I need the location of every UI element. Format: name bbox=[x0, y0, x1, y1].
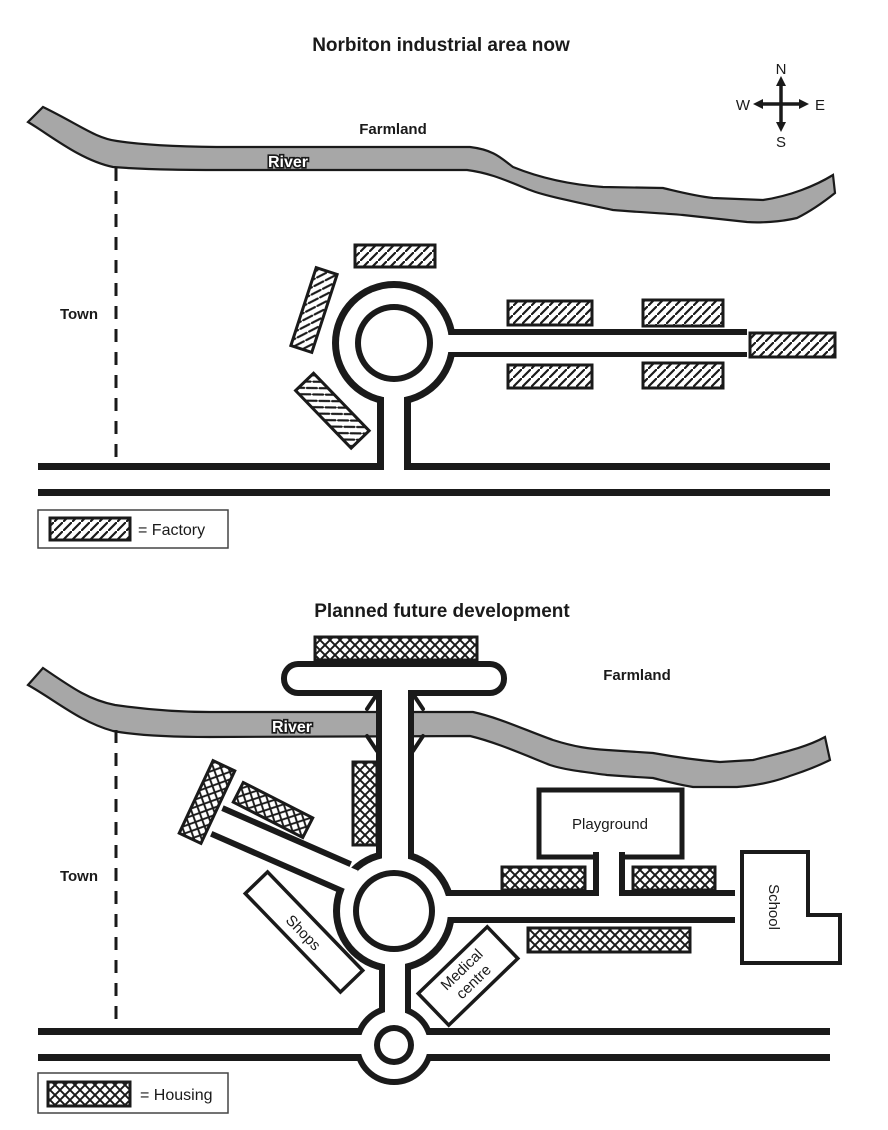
compass-north-label: N bbox=[776, 61, 787, 78]
map-future-farmland-label: Farmland bbox=[603, 667, 671, 684]
map-now-river bbox=[26, 105, 837, 224]
factory-block bbox=[641, 298, 725, 328]
compass-east-arrow-icon bbox=[799, 99, 809, 109]
map-now-factories bbox=[288, 243, 837, 451]
compass-north-arrow-icon bbox=[776, 76, 786, 86]
factory-block bbox=[506, 299, 594, 327]
factory-block bbox=[353, 243, 437, 269]
factory-block bbox=[293, 371, 372, 451]
housing-hatch-swatch-icon bbox=[46, 1080, 132, 1108]
housing-block bbox=[231, 780, 315, 840]
map-future-housing bbox=[177, 635, 717, 954]
map-now-legend-label: = Factory bbox=[138, 522, 205, 539]
map-future-town-label: Town bbox=[60, 868, 98, 885]
shops-building bbox=[242, 869, 366, 995]
map-future-river-label: River bbox=[272, 719, 312, 736]
map-future-title: Planned future development bbox=[314, 601, 570, 622]
map-now-title: Norbiton industrial area now bbox=[312, 35, 570, 56]
compass-east-label: E bbox=[815, 97, 825, 114]
housing-block bbox=[500, 865, 587, 892]
factory-block bbox=[641, 361, 725, 390]
map-now-legend: = Factory bbox=[37, 509, 229, 549]
map-now-river-label: River bbox=[268, 154, 308, 171]
compass-rose bbox=[753, 76, 809, 132]
factory-block bbox=[748, 331, 837, 359]
factory-block bbox=[288, 265, 340, 355]
housing-block bbox=[631, 865, 717, 892]
map-future-river bbox=[26, 666, 832, 789]
compass-south-arrow-icon bbox=[776, 122, 786, 132]
bridge-marks-icon bbox=[365, 692, 425, 753]
housing-block bbox=[313, 635, 479, 662]
factory-hatch-swatch-icon bbox=[48, 516, 132, 542]
school-label: School bbox=[765, 884, 782, 930]
compass-west-label: W bbox=[736, 97, 751, 114]
map-future-legend-label: = Housing bbox=[140, 1087, 213, 1104]
factory-block bbox=[506, 363, 594, 390]
compass-south-label: S bbox=[776, 134, 786, 151]
compass-west-arrow-icon bbox=[753, 99, 763, 109]
medical-centre-building bbox=[415, 924, 521, 1028]
map-future-legend: = Housing bbox=[37, 1072, 229, 1114]
housing-block bbox=[177, 758, 237, 846]
housing-block bbox=[351, 760, 379, 847]
housing-block bbox=[526, 926, 692, 954]
mini-roundabout-island bbox=[380, 1031, 408, 1059]
map-now-farmland-label: Farmland bbox=[359, 121, 427, 138]
map-now-roundabout-island bbox=[361, 310, 427, 376]
playground-label: Playground bbox=[572, 816, 648, 833]
map-future-roundabout-island bbox=[359, 876, 429, 946]
school-building bbox=[740, 850, 842, 965]
map-now-town-label: Town bbox=[60, 306, 98, 323]
